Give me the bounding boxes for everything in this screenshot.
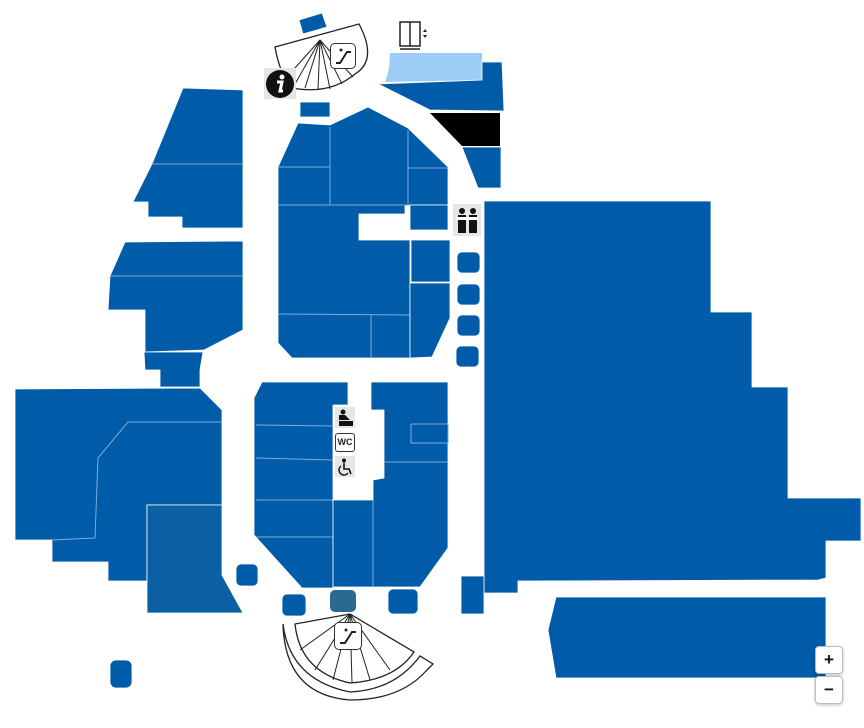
store-dividers	[277, 127, 448, 358]
wc-icon[interactable]: WC	[335, 433, 355, 452]
escalator-icon[interactable]	[334, 622, 362, 650]
kiosk[interactable]	[109, 659, 133, 689]
store-anchor-right[interactable]	[483, 200, 862, 594]
store-bottom-right[interactable]	[547, 596, 827, 679]
kiosk-highlighted[interactable]	[330, 590, 356, 612]
store-tile[interactable]	[146, 504, 244, 614]
store-left-top[interactable]	[132, 87, 244, 229]
kiosk[interactable]	[455, 345, 480, 368]
store-kiosk-top[interactable]	[299, 101, 331, 118]
store-center-top-block[interactable]	[277, 106, 449, 359]
store-left-small[interactable]	[143, 351, 204, 388]
store-selected[interactable]	[385, 53, 482, 82]
kiosk[interactable]	[456, 283, 481, 306]
store-left-large[interactable]	[14, 387, 223, 582]
store-top-right[interactable]	[377, 61, 505, 112]
store-dividers	[255, 424, 334, 538]
store-dividers	[372, 423, 449, 587]
store-anchor-dark[interactable]	[430, 113, 500, 146]
restaurant-service-icon[interactable]	[453, 204, 481, 236]
store-column-2[interactable]	[410, 239, 451, 283]
store-small-right[interactable]	[460, 575, 485, 615]
store-column-1[interactable]	[409, 204, 449, 231]
store-top-right-small[interactable]	[461, 146, 502, 189]
kiosk[interactable]	[281, 593, 307, 617]
kiosk[interactable]	[387, 588, 419, 615]
store-center-bottom-right[interactable]	[332, 381, 449, 588]
store-column-3[interactable]	[409, 282, 451, 359]
accessible-icon[interactable]	[335, 456, 355, 477]
baby-changing-icon[interactable]	[335, 407, 355, 428]
elevator-icon[interactable]	[398, 20, 432, 57]
escalator-icon[interactable]	[330, 43, 356, 69]
zoom-out-button[interactable]: −	[815, 676, 843, 704]
store-divider	[51, 421, 222, 541]
store-top-small[interactable]	[298, 12, 328, 35]
store-left-middle[interactable]	[107, 240, 244, 353]
zoom-in-button[interactable]: +	[815, 646, 843, 674]
kiosks	[109, 251, 481, 689]
information-icon[interactable]	[264, 68, 296, 99]
kiosk[interactable]	[235, 563, 259, 587]
kiosk[interactable]	[456, 314, 481, 337]
kiosk[interactable]	[456, 251, 481, 274]
